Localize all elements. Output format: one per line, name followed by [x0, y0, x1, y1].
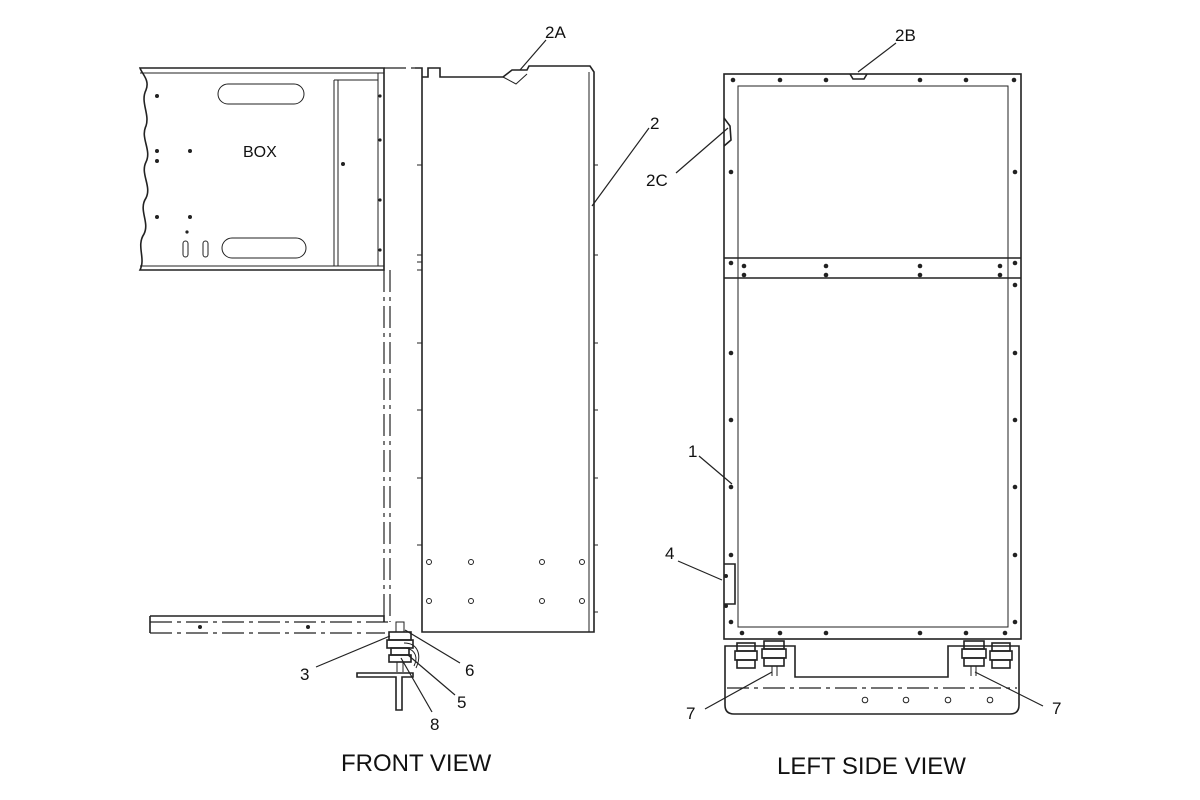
box-slot-bottom — [221, 237, 307, 259]
front-leaders — [315, 39, 650, 713]
callout-6: 6 — [465, 661, 474, 680]
callout-5: 5 — [457, 693, 466, 712]
front-view-title: FRONT VIEW — [341, 750, 492, 777]
callout-3: 3 — [300, 665, 309, 684]
frame-1 — [723, 73, 1022, 640]
panel-2 — [415, 65, 598, 633]
side-leaders — [675, 42, 1044, 710]
phantom-lines — [150, 67, 415, 634]
callout-8: 8 — [430, 715, 439, 734]
bracket-4 — [724, 563, 736, 605]
callout-2C: 2C — [646, 171, 668, 190]
frame-holes — [728, 77, 1018, 636]
latch-2C — [723, 117, 732, 147]
box-label: BOX — [243, 144, 277, 161]
callout-2B: 2B — [895, 26, 916, 45]
isolators-7 — [734, 640, 1013, 676]
callout-1: 1 — [688, 442, 697, 461]
box-housing: BOX — [138, 67, 385, 271]
callout-7-left: 7 — [686, 704, 695, 723]
base-skid — [724, 645, 1020, 715]
isolator-mount — [356, 621, 420, 711]
callout-2A: 2A — [545, 23, 566, 42]
callout-4: 4 — [665, 544, 674, 563]
front-view: BOX — [138, 23, 659, 777]
box-slot-top — [217, 83, 305, 105]
panel-edge-marks — [417, 164, 598, 613]
left-side-view: 2B 2C 1 4 7 7 LEFT SIDE VIEW — [646, 26, 1061, 780]
left-side-view-title: LEFT SIDE VIEW — [777, 753, 966, 780]
callout-7-right: 7 — [1052, 699, 1061, 718]
base-rail — [149, 615, 385, 633]
callout-2: 2 — [650, 114, 659, 133]
